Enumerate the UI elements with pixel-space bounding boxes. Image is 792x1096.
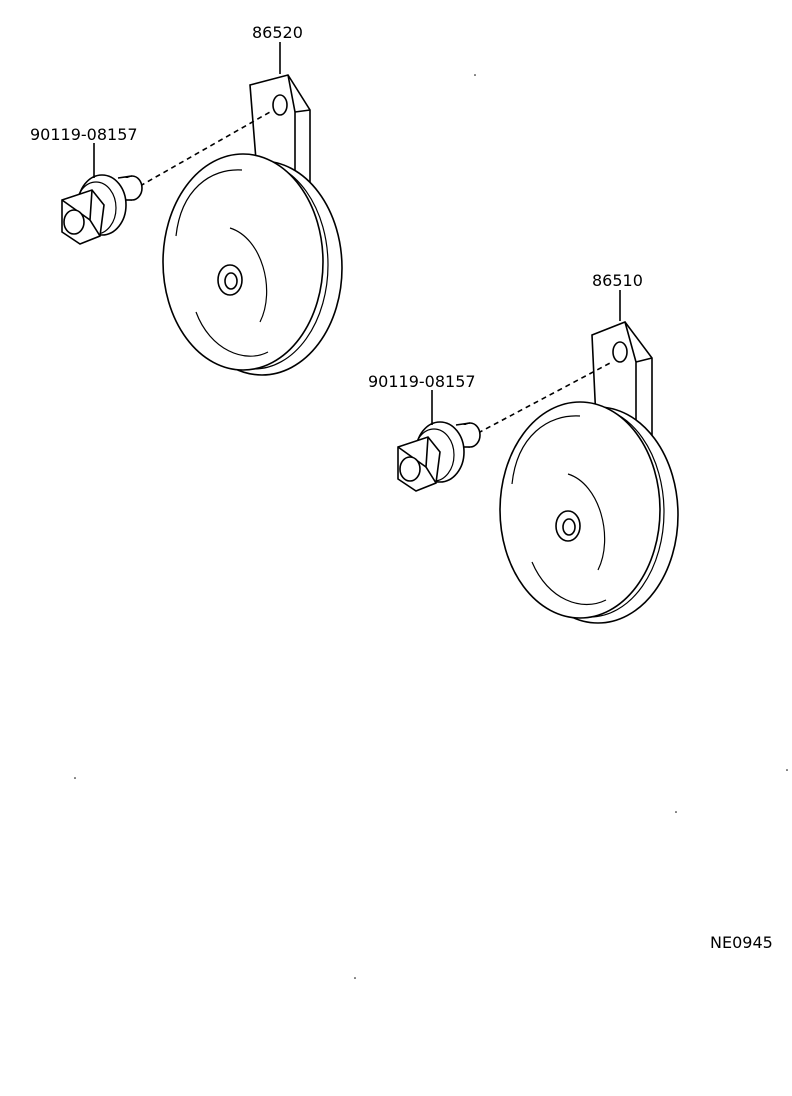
horn-center-stud-upper	[217, 264, 243, 296]
label-86510: 86510	[592, 271, 643, 290]
horn-disc-lower	[499, 401, 679, 624]
bracket-hole-upper	[272, 94, 288, 116]
scan-specks	[74, 74, 788, 979]
drawing-code: NE0945	[710, 933, 773, 952]
alignment-line-upper	[139, 111, 271, 187]
bolt-upper	[61, 174, 143, 245]
bracket-hole-lower	[612, 341, 628, 363]
horn-center-stud-lower	[555, 510, 581, 542]
horn-disc-upper	[162, 153, 343, 376]
horn-assembly-lower	[397, 290, 679, 624]
alignment-line-lower	[477, 361, 613, 434]
label-86520: 86520	[252, 23, 303, 42]
horn-assembly-upper	[61, 42, 343, 376]
label-bolt-lower: 90119-08157	[368, 372, 476, 391]
bolt-lower	[397, 421, 481, 492]
label-bolt-upper: 90119-08157	[30, 125, 138, 144]
